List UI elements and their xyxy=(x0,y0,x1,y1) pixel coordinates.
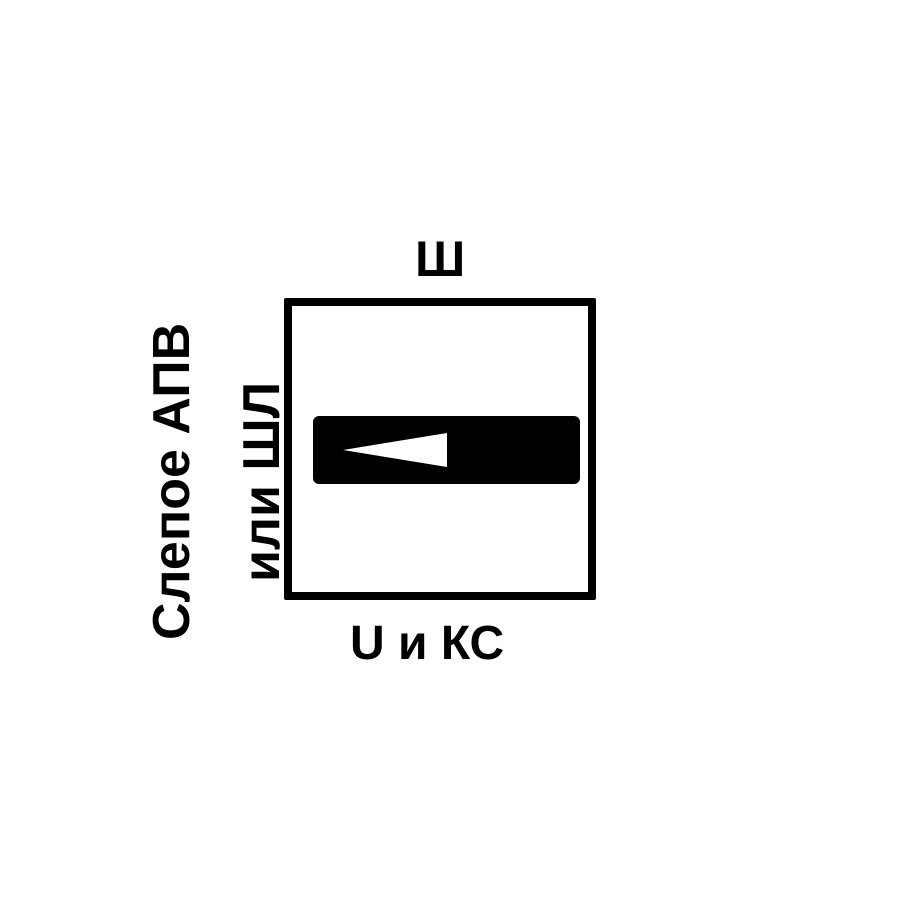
position-label-left-outer: Слепое АПВ xyxy=(143,322,201,640)
position-label-left-inner: или ШЛ xyxy=(233,381,291,582)
position-label-bottom: U и КС xyxy=(350,617,505,670)
triangle-arrow-left-icon xyxy=(343,433,447,467)
pointer-triangle xyxy=(343,433,447,467)
position-label-top: Ш xyxy=(415,231,466,287)
switch-frame xyxy=(284,298,596,600)
